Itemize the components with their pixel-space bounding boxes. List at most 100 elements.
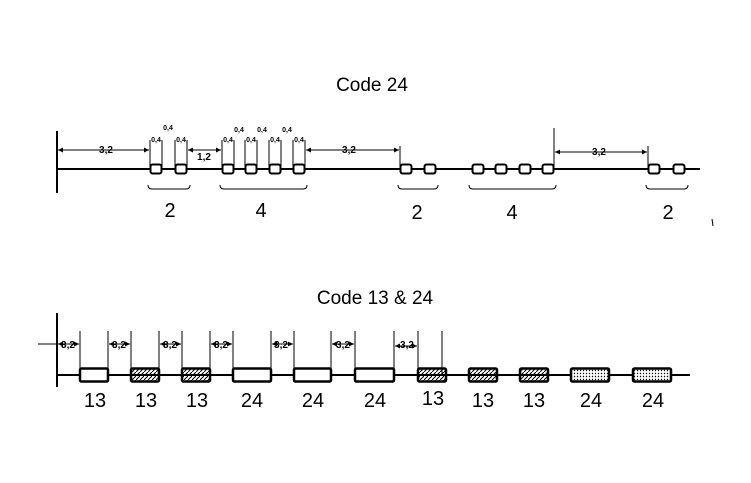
code-pulse	[518, 367, 550, 383]
code-label: 13	[84, 390, 106, 412]
code-pulse	[129, 367, 161, 383]
dim-label-3-2: 3,2	[592, 147, 606, 158]
pulse	[244, 163, 258, 175]
code-label: 24	[302, 390, 324, 412]
dim-label-3-2: 3,2	[336, 340, 350, 351]
arrowhead	[332, 341, 337, 347]
code-pulse	[353, 367, 396, 383]
code-label: 24	[241, 390, 263, 412]
code-pulse	[292, 367, 333, 383]
arrowhead	[216, 147, 221, 153]
arrowhead	[125, 341, 130, 347]
dim-label-3-2: 3,2	[163, 340, 177, 351]
dimension-arrows	[58, 147, 647, 155]
pulse	[174, 163, 188, 175]
arrowhead	[58, 147, 63, 153]
group-count: 2	[164, 200, 175, 222]
dim-label-3-2: 3,2	[400, 340, 414, 351]
stray-mark	[711, 218, 714, 227]
dim-label-3-2: 3,2	[112, 340, 126, 351]
code-label: 13	[472, 390, 494, 412]
pulse	[518, 163, 532, 175]
dimension-arrows	[58, 341, 417, 349]
pulse	[423, 163, 437, 175]
dim-label-0-4: 0,4	[234, 127, 244, 134]
group-count: 2	[411, 202, 422, 224]
code-pulses	[78, 367, 673, 383]
pulse	[672, 163, 686, 175]
group-count: 4	[506, 202, 517, 224]
code-pulse	[231, 367, 273, 383]
pulse	[647, 163, 661, 175]
pulse	[494, 163, 508, 175]
dim-label-1-2: 1,2	[197, 152, 211, 163]
pulse	[221, 163, 235, 175]
code-pulse	[78, 367, 110, 383]
code-13-24-section: Code 13 & 24 3,2 3,2 3,2 3,2 3,2 3,2 3,2…	[38, 288, 690, 412]
dim-label-0-4: 0,4	[163, 125, 173, 132]
code-pulse	[569, 367, 611, 383]
code-pulse	[180, 367, 212, 383]
arrowhead	[211, 341, 216, 347]
dim-label-0-4: 0,4	[270, 137, 280, 144]
code-pulse	[416, 367, 448, 383]
group-count: 2	[662, 202, 673, 224]
dim-label-3-2: 3,2	[99, 145, 113, 156]
group-count: 4	[255, 200, 266, 222]
dim-label-3-2: 3,2	[274, 340, 288, 351]
pulse	[292, 163, 306, 175]
code-label: 24	[364, 390, 386, 412]
pulse	[399, 163, 413, 175]
arrowhead	[176, 341, 181, 347]
group-bracket	[397, 184, 439, 190]
dim-label-0-4: 0,4	[282, 127, 292, 134]
arrowhead	[144, 147, 149, 153]
group-bracket	[219, 184, 308, 190]
group-brackets	[147, 184, 689, 190]
dim-label-3-2: 3,2	[342, 145, 356, 156]
pulse	[541, 163, 555, 175]
arrowhead	[642, 149, 647, 155]
code-label: 13	[135, 390, 157, 412]
arrowhead	[109, 341, 114, 347]
code-24-section: Code 24 3,2 1,2 3,2 3,2 0,4 0,4 0,4 0,4 …	[56, 75, 700, 224]
code-13-24-title: Code 13 & 24	[317, 288, 434, 309]
group-bracket	[468, 184, 557, 190]
group-bracket	[645, 184, 689, 190]
dim-label-3-2: 3,2	[214, 340, 228, 351]
pulse	[268, 163, 282, 175]
arrowhead	[288, 341, 293, 347]
arrowhead	[394, 147, 399, 153]
dim-label-0-4: 0,4	[246, 137, 256, 144]
code-label: 13	[186, 390, 208, 412]
arrowhead	[555, 149, 560, 155]
dim-label-0-4: 0,4	[151, 137, 161, 144]
arrowhead	[349, 341, 354, 347]
arrowhead	[58, 341, 63, 347]
code-24-title: Code 24	[336, 75, 408, 96]
arrowhead	[227, 341, 232, 347]
code-label: 24	[642, 390, 664, 412]
pulse	[471, 163, 485, 175]
pulse	[149, 163, 163, 175]
arrowhead	[412, 343, 417, 349]
arrowhead	[306, 147, 311, 153]
code-label: 13	[523, 390, 545, 412]
dim-label-0-4: 0,4	[176, 137, 186, 144]
dim-label-3-2: 3,2	[61, 340, 75, 351]
code-pulse	[467, 367, 499, 383]
pulse-markers	[149, 163, 686, 175]
code-pulse	[631, 367, 673, 383]
dim-label-0-4: 0,4	[223, 137, 233, 144]
code-label: 24	[580, 390, 602, 412]
dim-label-0-4: 0,4	[294, 137, 304, 144]
arrowhead	[160, 341, 165, 347]
arrowhead	[395, 343, 400, 349]
arrowhead	[74, 341, 79, 347]
dim-label-0-4: 0,4	[257, 127, 267, 134]
code-label: 13	[422, 388, 444, 410]
dimension-markers	[149, 128, 649, 169]
group-bracket	[147, 184, 191, 190]
arrowhead	[272, 341, 277, 347]
